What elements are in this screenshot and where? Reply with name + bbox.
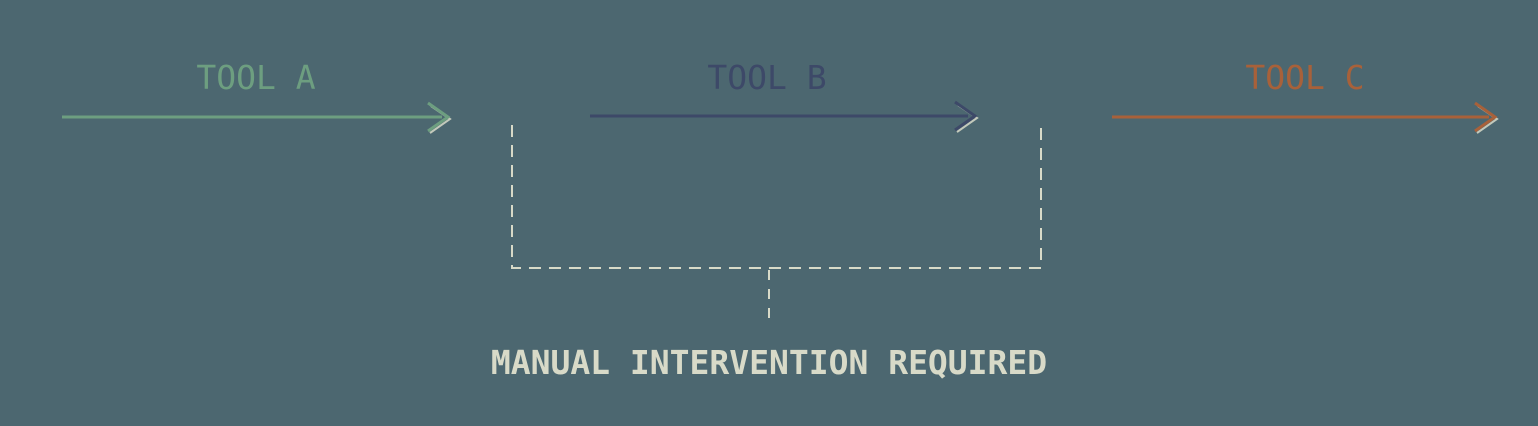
manual-intervention-bracket bbox=[511, 125, 1042, 269]
tool-a-arrowhead-icon bbox=[427, 101, 451, 133]
tool-a-label: TOOL A bbox=[196, 58, 316, 97]
tool-c-arrow bbox=[1112, 101, 1499, 134]
tool-b-arrowhead-icon bbox=[954, 100, 978, 132]
manual-intervention-label: MANUAL INTERVENTION REQUIRED bbox=[490, 343, 1048, 382]
tool-b-arrow bbox=[590, 100, 979, 133]
tool-c-arrowhead-icon bbox=[1474, 101, 1498, 133]
tool-b-label: TOOL B bbox=[707, 58, 827, 97]
tool-a-arrow bbox=[62, 101, 452, 134]
tool-c-label: TOOL C bbox=[1245, 58, 1365, 97]
